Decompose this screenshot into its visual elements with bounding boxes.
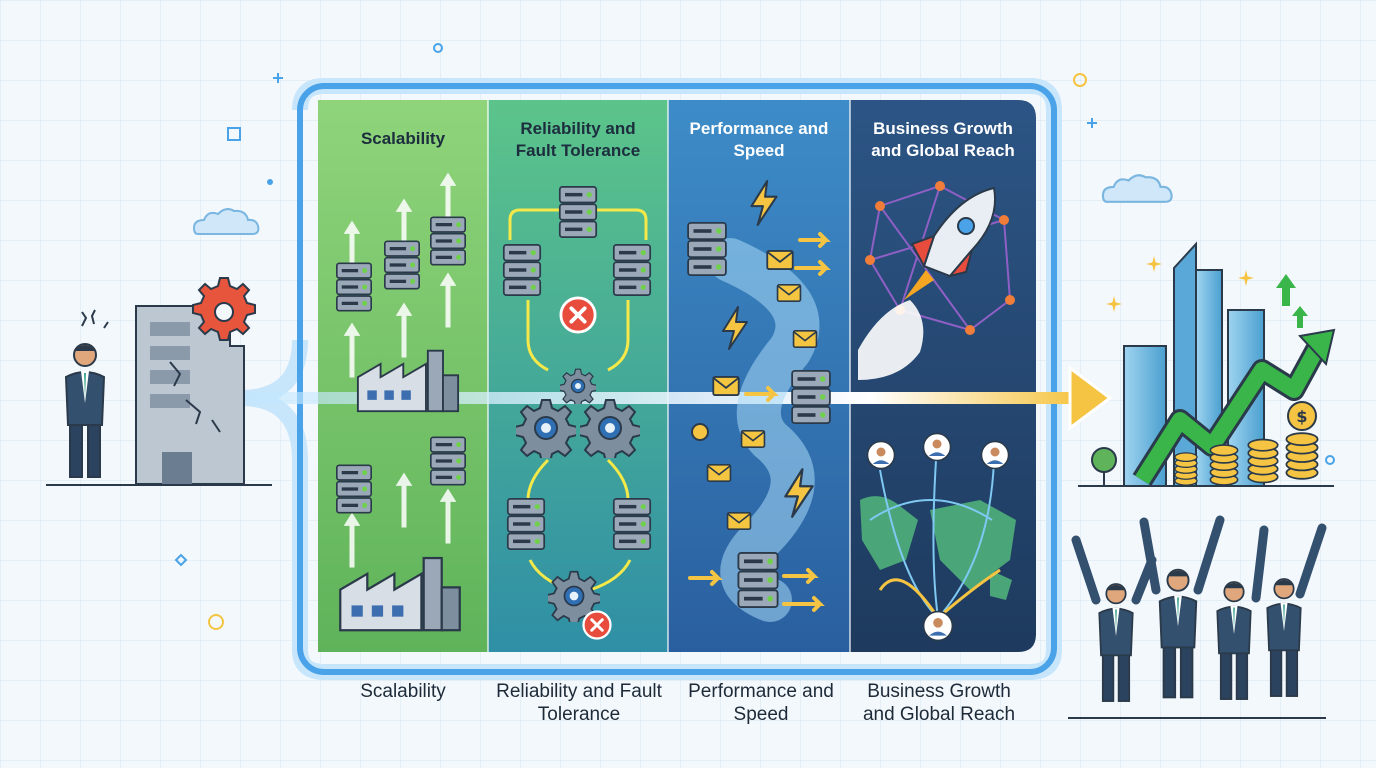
caption-reliability: Reliability and Fault Tolerance	[496, 681, 662, 725]
user-avatar-icon	[922, 432, 952, 462]
failure-icon	[559, 296, 597, 334]
user-avatar-icon	[922, 610, 954, 642]
envelope-icon	[776, 284, 802, 302]
server-stack-icon	[384, 240, 420, 290]
envelope-icon	[726, 512, 752, 530]
rocket-icon	[904, 186, 996, 300]
server-stack-icon	[737, 552, 779, 608]
gear-icon	[516, 399, 576, 458]
gear-icon	[560, 368, 596, 404]
envelope-icon	[706, 464, 732, 482]
envelope-icon	[766, 250, 794, 270]
panel-title-growth: Business Growth and Global Reach	[871, 119, 1015, 160]
celebrating-person-icon	[1158, 568, 1198, 699]
envelope-icon	[712, 376, 740, 396]
reliability-illustration	[502, 186, 652, 640]
growth-illustration	[858, 181, 1016, 642]
server-stack-icon	[506, 498, 546, 550]
server-stack-icon	[791, 370, 831, 424]
celebrating-person-icon	[1098, 582, 1134, 703]
coins-icon	[1174, 452, 1198, 486]
right-scene: $	[1068, 241, 1336, 719]
coins-icon	[1209, 444, 1239, 486]
cloud-icon	[193, 208, 260, 235]
celebrating-person-icon	[1216, 580, 1252, 701]
envelope-icon	[740, 430, 766, 448]
server-stack-icon	[612, 498, 652, 550]
server-stack-icon	[687, 222, 727, 276]
left-scene	[46, 277, 272, 486]
coins-icon	[1247, 438, 1279, 484]
caption-growth: Business Growth and Global Reach	[862, 681, 1016, 725]
decorations	[174, 43, 1335, 630]
user-avatar-icon	[866, 440, 896, 470]
envelope-icon	[792, 330, 818, 348]
cloud-icon	[1101, 174, 1173, 203]
server-stack-icon	[612, 244, 652, 296]
server-stack-icon	[430, 216, 466, 266]
panel-title-performance: Performance and Speed	[689, 119, 829, 160]
server-stack-icon	[558, 186, 598, 238]
svg-text:$: $	[1296, 407, 1307, 426]
coins-icon	[1285, 432, 1319, 480]
gear-icon	[580, 399, 640, 458]
caption-scalability: Scalability	[360, 681, 446, 702]
sparkle-icon	[1146, 256, 1162, 272]
stressed-person-icon	[64, 342, 106, 479]
panel-title-scalability: Scalability	[360, 129, 446, 148]
sparkle-icon	[1238, 270, 1254, 286]
celebrating-person-icon	[1266, 577, 1302, 698]
server-stack-icon	[430, 436, 466, 486]
performance-illustration	[687, 180, 831, 622]
sparkle-icon	[1106, 296, 1122, 312]
panel-title-reliability: Reliability and Fault Tolerance	[515, 119, 641, 160]
caption-performance: Performance and Speed	[688, 681, 834, 725]
user-avatar-icon	[980, 440, 1010, 470]
server-stack-icon	[336, 464, 372, 514]
server-stack-icon	[336, 262, 372, 312]
broken-gear-icon	[192, 277, 256, 341]
server-stack-icon	[502, 244, 542, 296]
failure-icon	[582, 610, 612, 640]
